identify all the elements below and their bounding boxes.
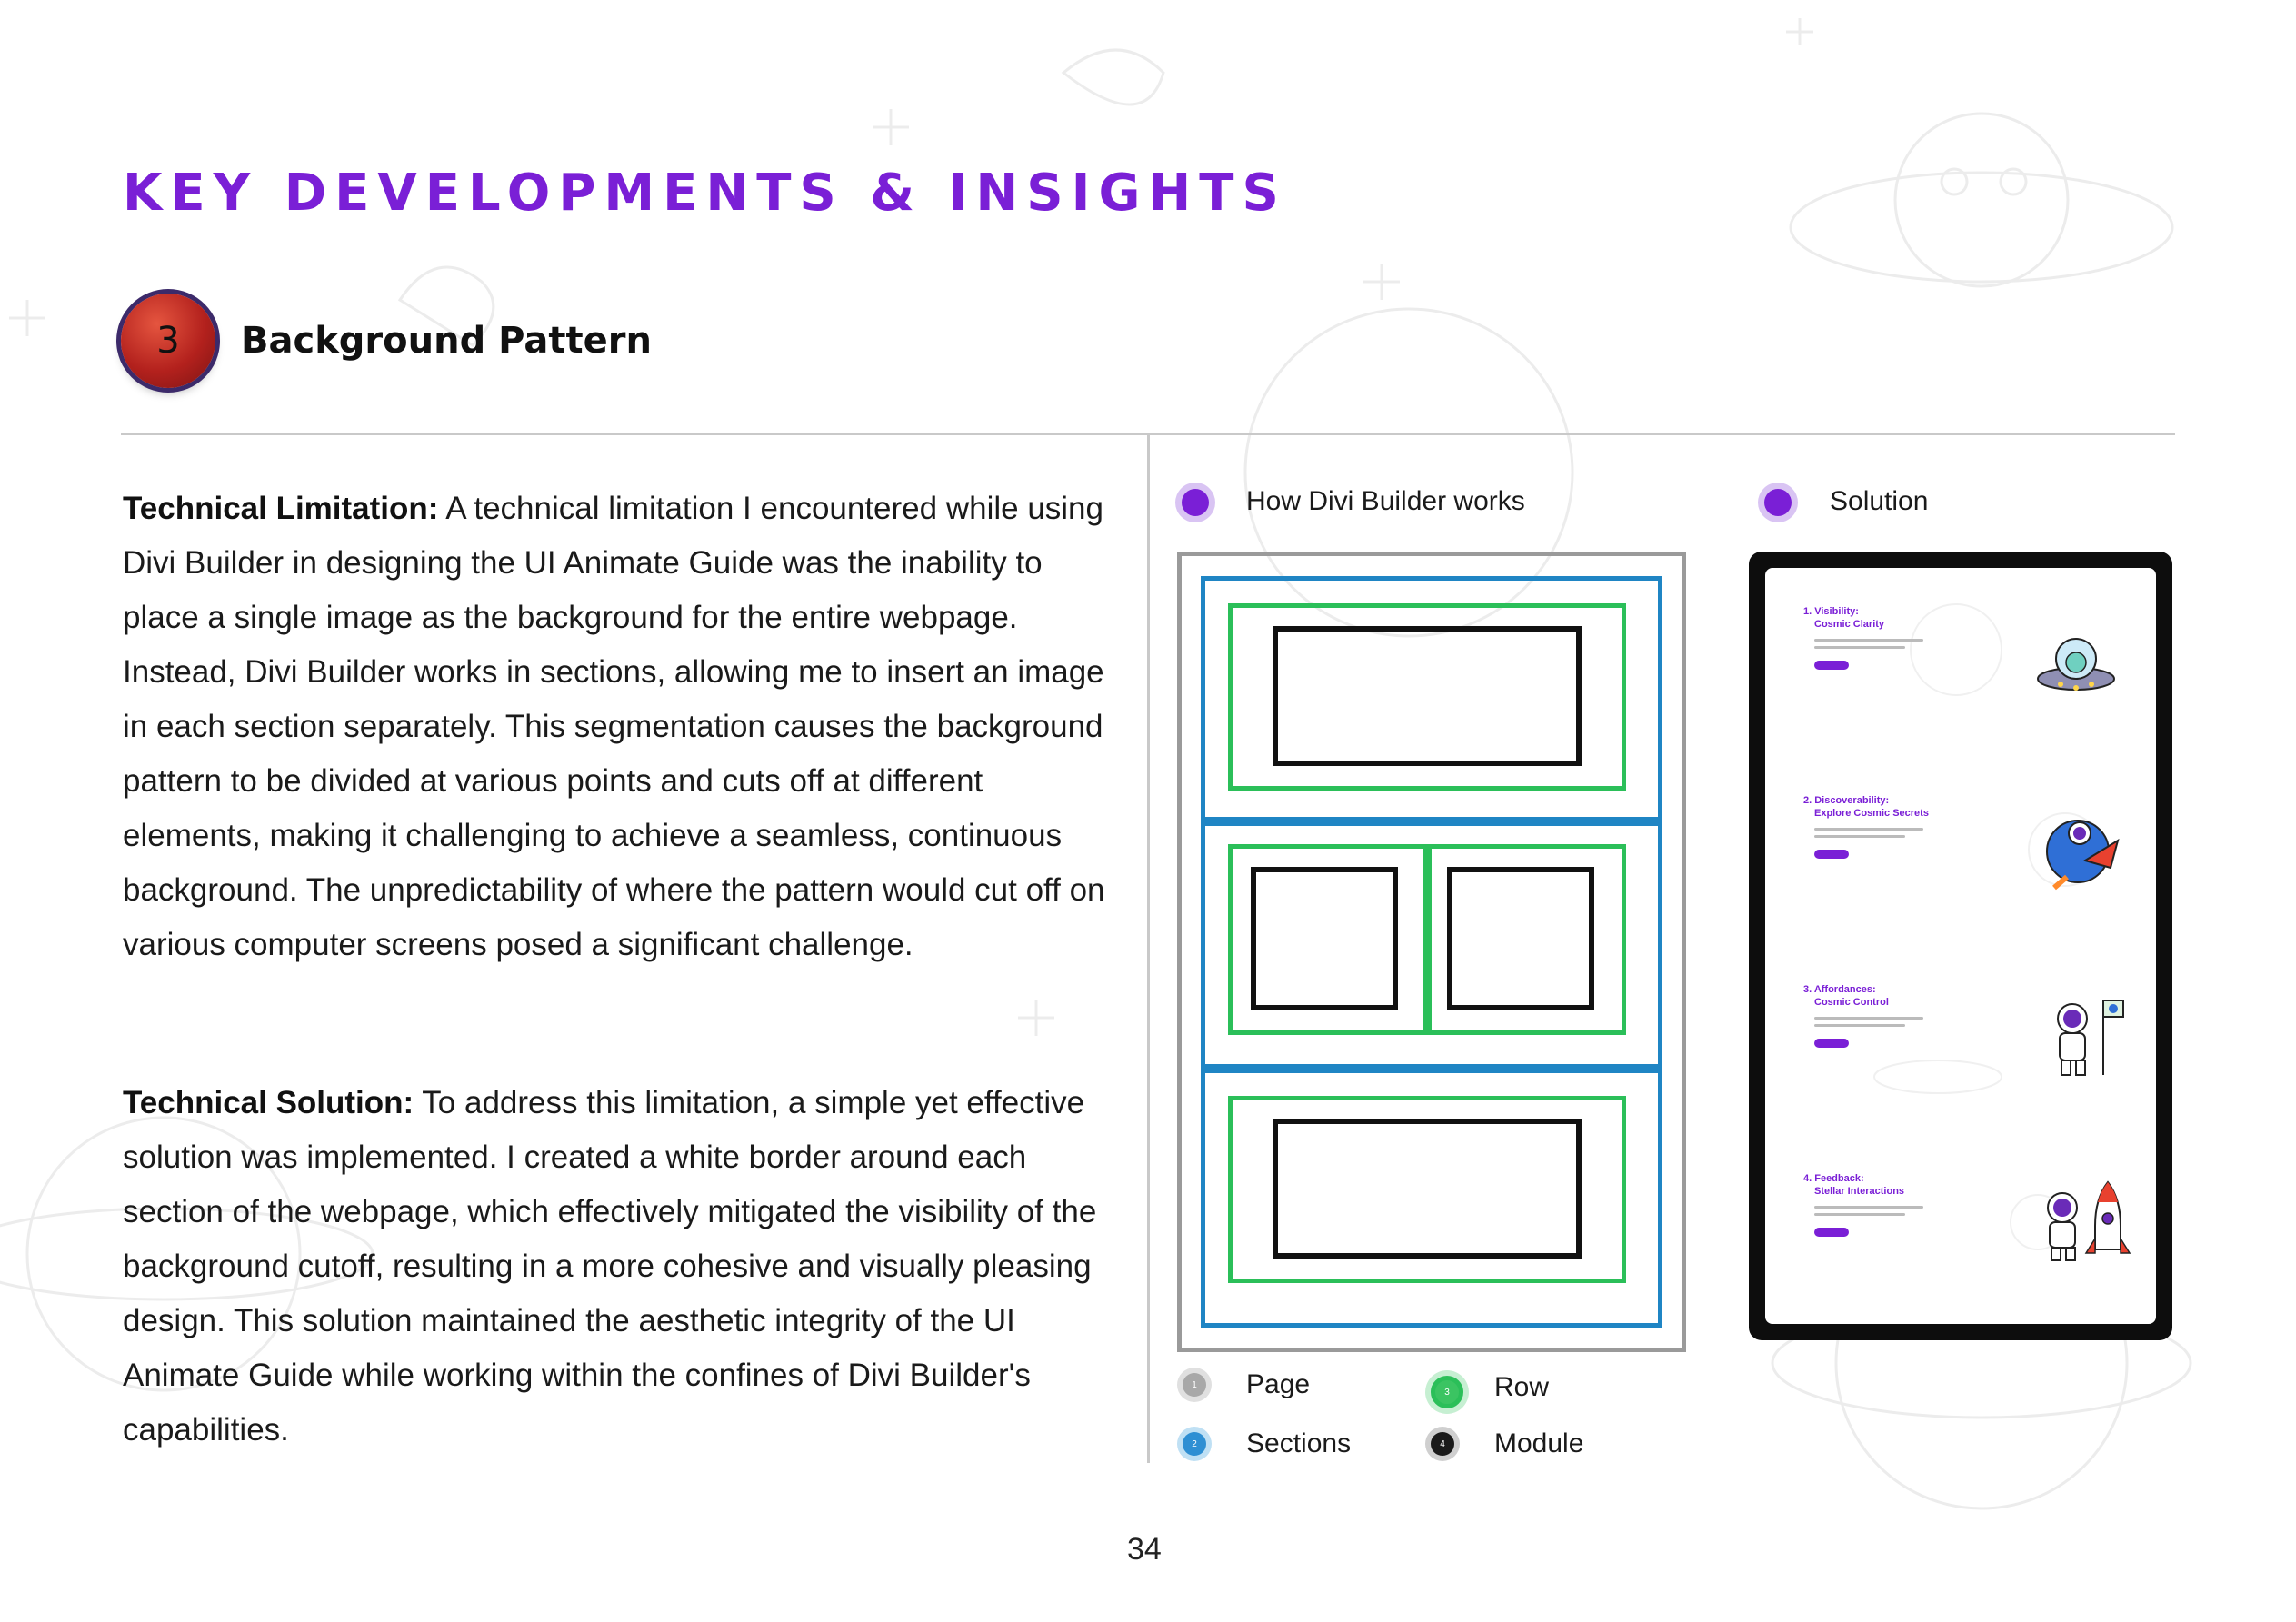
- section-subtitle: Background Pattern: [241, 320, 652, 362]
- ufo-alien-icon: [2037, 638, 2115, 691]
- diagram-module-3: [1273, 1119, 1582, 1259]
- astronaut-flag-icon: [2057, 1000, 2124, 1076]
- step-number: 3: [156, 320, 180, 362]
- solution-label-heading: Solution: [1830, 486, 1929, 516]
- solution-screenshot: 1. Visibility: Cosmic Clarity 2. Discove…: [1749, 552, 2172, 1340]
- diagram-row-2a: [1228, 844, 1432, 1035]
- diagram-row-1: [1228, 603, 1626, 791]
- diagram-label: How Divi Builder works: [1246, 486, 1525, 516]
- card-heading: 1. Visibility:: [1803, 606, 1859, 617]
- solution-card-4: 4. Feedback: Stellar Interactions: [1803, 1173, 2131, 1309]
- astronaut-rocket-launch-icon: [2047, 1180, 2131, 1261]
- solution-card-2: 2. Discoverability: Explore Cosmic Secre…: [1803, 795, 2131, 931]
- limitation-text: A technical limitation I encountered whi…: [123, 491, 1105, 962]
- card-heading: 4. Feedback:: [1803, 1173, 1864, 1184]
- learn-more-button[interactable]: [1814, 1039, 1849, 1048]
- limitation-paragraph: Technical Limitation: A technical limita…: [123, 482, 1123, 972]
- page-number: 34: [1127, 1532, 1162, 1567]
- diagram-section-1: [1201, 576, 1662, 821]
- legend-sections-icon: 2: [1183, 1432, 1206, 1456]
- learn-more-button[interactable]: [1814, 1228, 1849, 1237]
- solution-label: Technical Solution:: [123, 1085, 414, 1120]
- diagram-module-2b: [1447, 867, 1594, 1010]
- legend-row-icon: 3: [1431, 1376, 1463, 1408]
- learn-more-button[interactable]: [1814, 850, 1849, 859]
- card-subheading: Cosmic Control: [1814, 997, 1889, 1008]
- diagram-section-3: [1201, 1069, 1662, 1328]
- horizontal-divider: [121, 433, 2175, 435]
- diagram-bullet-icon: [1182, 489, 1209, 516]
- diagram-row-3: [1228, 1096, 1626, 1283]
- diagram-row-2b: [1423, 844, 1626, 1035]
- solution-paragraph: Technical Solution: To address this limi…: [123, 1076, 1123, 1458]
- card-heading: 3. Affordances:: [1803, 984, 1876, 995]
- diagram-module-2a: [1251, 867, 1398, 1010]
- solution-card-3: 3. Affordances: Cosmic Control: [1803, 984, 2131, 1120]
- legend-page-label: Page: [1246, 1369, 1311, 1399]
- page-title: KEY DEVELOPMENTS & INSIGHTS: [123, 164, 1287, 223]
- diagram-module-1: [1273, 626, 1582, 766]
- card-heading: 2. Discoverability:: [1803, 795, 1890, 806]
- legend-sections-label: Sections: [1246, 1428, 1352, 1458]
- diagram-page: [1177, 552, 1686, 1352]
- vertical-divider: [1147, 434, 1150, 1463]
- solution-bullet-icon: [1764, 489, 1792, 516]
- legend-module-label: Module: [1494, 1428, 1584, 1458]
- solution-text: To address this limitation, a simple yet…: [123, 1085, 1097, 1448]
- solution-screen: 1. Visibility: Cosmic Clarity 2. Discove…: [1765, 568, 2156, 1324]
- legend-row-label: Row: [1494, 1372, 1550, 1402]
- step-number-badge: 3: [121, 294, 215, 388]
- legend-page-icon: 1: [1183, 1373, 1206, 1397]
- limitation-label: Technical Limitation:: [123, 491, 439, 526]
- card-subheading: Explore Cosmic Secrets: [1814, 808, 1929, 819]
- legend-module-icon: 4: [1431, 1432, 1454, 1456]
- astronaut-rocket-icon: [2046, 820, 2120, 891]
- learn-more-button[interactable]: [1814, 661, 1849, 670]
- card-subheading: Cosmic Clarity: [1814, 619, 1885, 630]
- card-subheading: Stellar Interactions: [1814, 1186, 1905, 1197]
- diagram-section-2: [1201, 821, 1662, 1069]
- solution-card-1: 1. Visibility: Cosmic Clarity: [1803, 606, 2131, 742]
